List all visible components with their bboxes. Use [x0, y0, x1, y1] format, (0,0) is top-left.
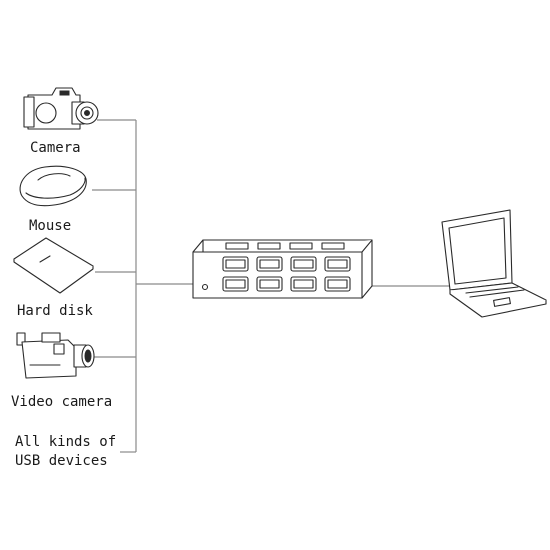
mouse-label: Mouse [29, 218, 72, 234]
camera-icon [23, 87, 99, 130]
hard-disk-label: Hard disk [17, 303, 93, 319]
hard-disk-icon [13, 237, 94, 294]
usb-devices-label-line2: USB devices [15, 453, 108, 469]
camera-label: Camera [30, 140, 81, 156]
video-camera-label: Video camera [11, 394, 113, 410]
usb-devices-label-line1: All kinds of [15, 434, 117, 450]
mouse-icon [19, 165, 87, 207]
usb-hub-icon [192, 239, 373, 299]
video-camera-icon [16, 332, 95, 379]
connector-lines [92, 119, 450, 453]
laptop-icon [441, 209, 547, 318]
